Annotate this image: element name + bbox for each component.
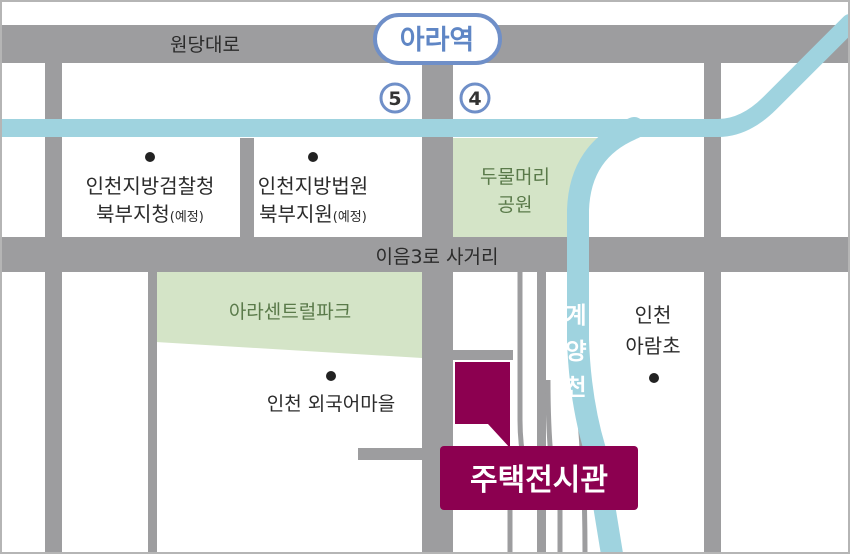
court-line2: 북부지원(예정) — [259, 202, 367, 226]
park-north-line2: 공원 — [498, 194, 533, 216]
dot-court — [308, 152, 318, 162]
location-dots — [145, 152, 659, 383]
target-label: 주택전시관 — [470, 463, 608, 498]
road-right-vertical — [704, 63, 721, 554]
road-branch-horizontal — [453, 350, 513, 360]
road-left-vertical — [45, 63, 62, 554]
stream-char-1: 계 — [565, 303, 586, 329]
exit-5-number: 5 — [388, 88, 401, 110]
dot-prosecutor — [145, 152, 155, 162]
exit-4-badge — [459, 82, 491, 114]
village-label: 인천 외국어마을 — [267, 393, 395, 415]
exit-5-badge — [379, 82, 411, 114]
stream-gyeyangcheon — [0, 14, 850, 554]
stream-char-2: 양 — [565, 339, 586, 365]
road-strip-right — [537, 272, 546, 554]
station-name: 아라역 — [400, 25, 475, 56]
park-ara-central — [156, 272, 422, 358]
park-north-line1: 두물머리 — [480, 166, 550, 188]
road-mid-vertical-b — [148, 272, 157, 554]
target-label-box — [440, 446, 638, 510]
target-building — [455, 362, 510, 424]
exit-4-number: 4 — [468, 88, 481, 110]
prosecutor-line1: 인천지방검찰청 — [86, 174, 215, 198]
park-central-label: 아라센트럴파크 — [229, 301, 351, 323]
prosecutor-line2: 북부지청(예정) — [96, 202, 204, 226]
road-label-wondang: 원당대로 — [170, 34, 240, 56]
dot-school — [649, 373, 659, 383]
dot-village — [326, 371, 336, 381]
school-line1: 인천 — [635, 303, 672, 327]
school-line2: 아람초 — [625, 334, 680, 358]
road-network — [0, 25, 850, 554]
road-label-ieum3: 이음3로 사거리 — [375, 246, 498, 268]
court-line1: 인천지방법원 — [258, 174, 368, 198]
station-badge — [373, 13, 502, 65]
stream-char-3: 천 — [565, 375, 586, 401]
road-branch-left — [358, 448, 422, 460]
target-pointer — [488, 424, 510, 448]
road-mid-vertical-a — [240, 138, 254, 237]
